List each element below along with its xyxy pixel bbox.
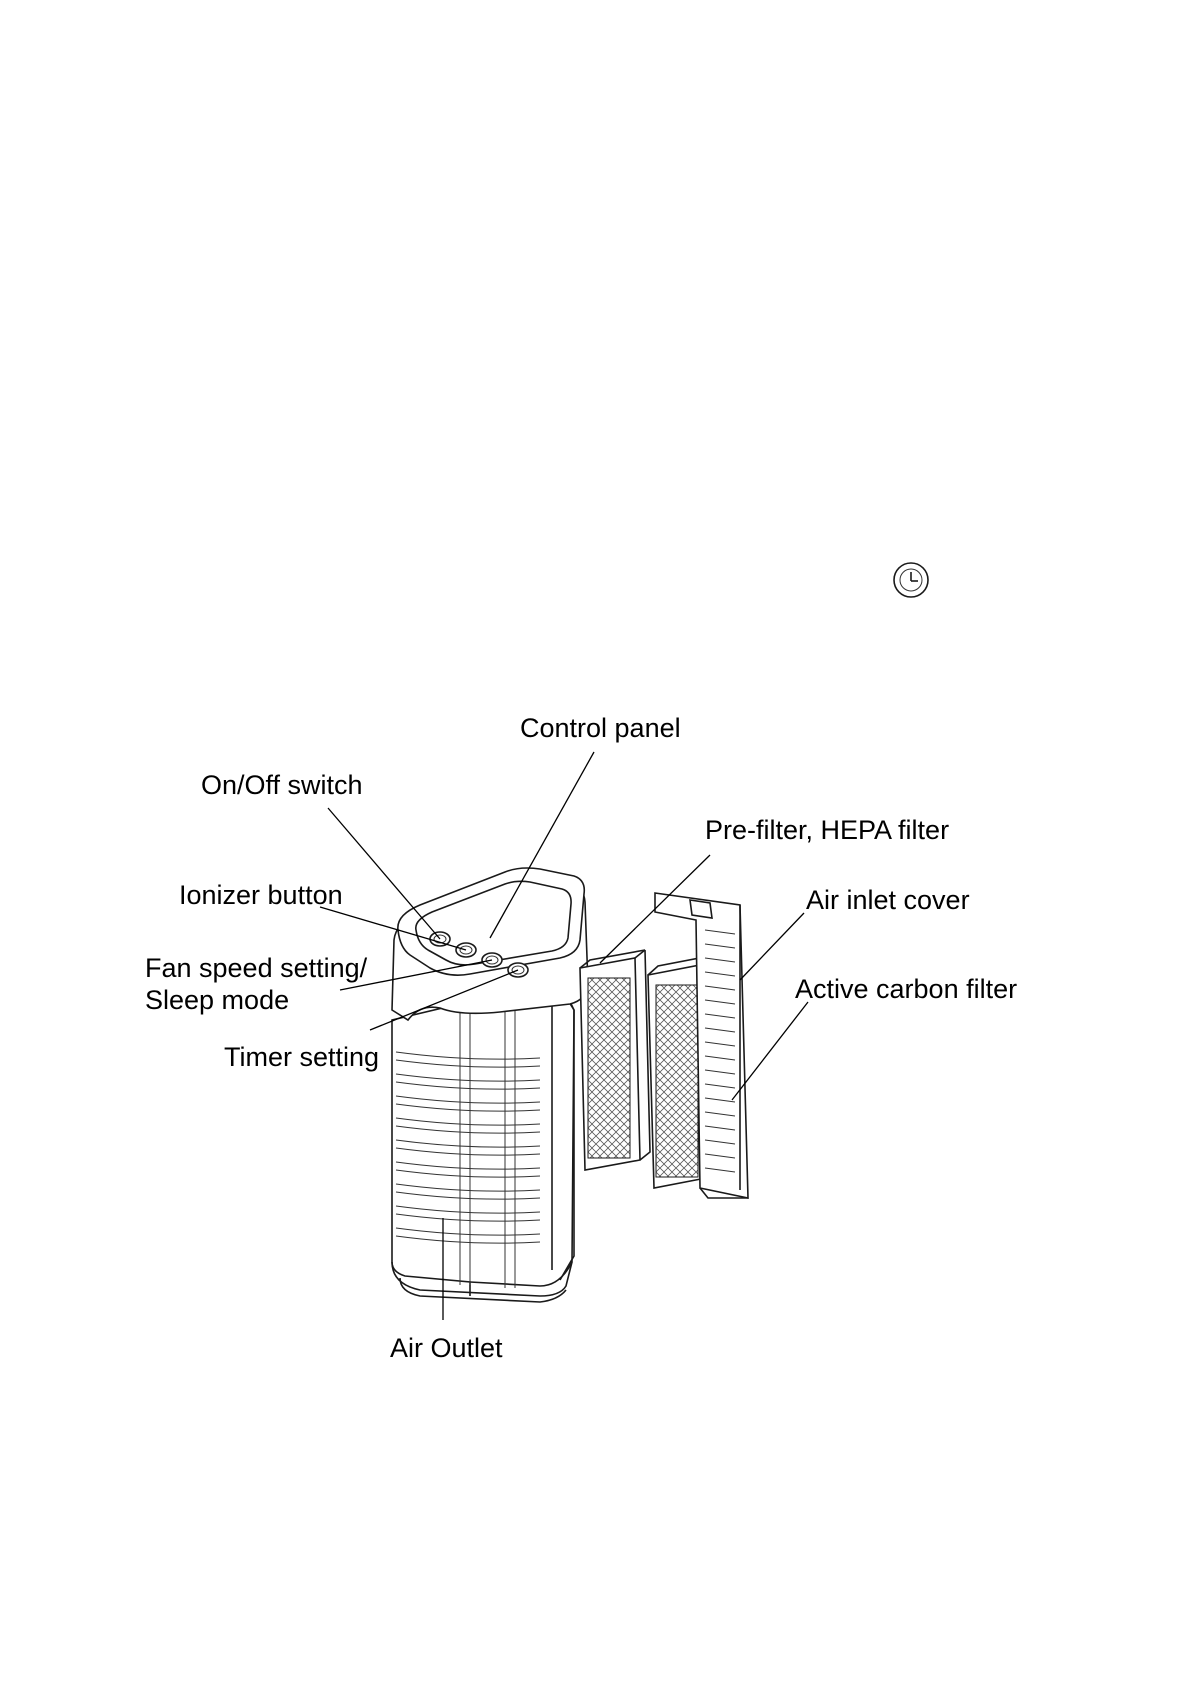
purifier-body — [392, 868, 588, 1302]
leader-air-inlet — [740, 913, 804, 980]
timer-icon — [894, 563, 928, 597]
label-ionizer-button: Ionizer button — [179, 880, 343, 910]
label-fan-speed-line2: Sleep mode — [145, 985, 289, 1015]
label-air-outlet: Air Outlet — [390, 1333, 503, 1363]
label-control-panel: Control panel — [520, 713, 681, 743]
leader-on-off — [328, 808, 440, 939]
label-fan-speed-line1: Fan speed setting/ — [145, 953, 368, 983]
label-active-carbon-filter: Active carbon filter — [795, 974, 1017, 1004]
label-pre-filter-hepa: Pre-filter, HEPA filter — [705, 815, 949, 845]
label-on-off-switch: On/Off switch — [201, 770, 363, 800]
hepa-filter-front — [580, 950, 650, 1170]
label-air-inlet-cover: Air inlet cover — [806, 885, 970, 915]
label-timer-setting: Timer setting — [224, 1042, 379, 1072]
